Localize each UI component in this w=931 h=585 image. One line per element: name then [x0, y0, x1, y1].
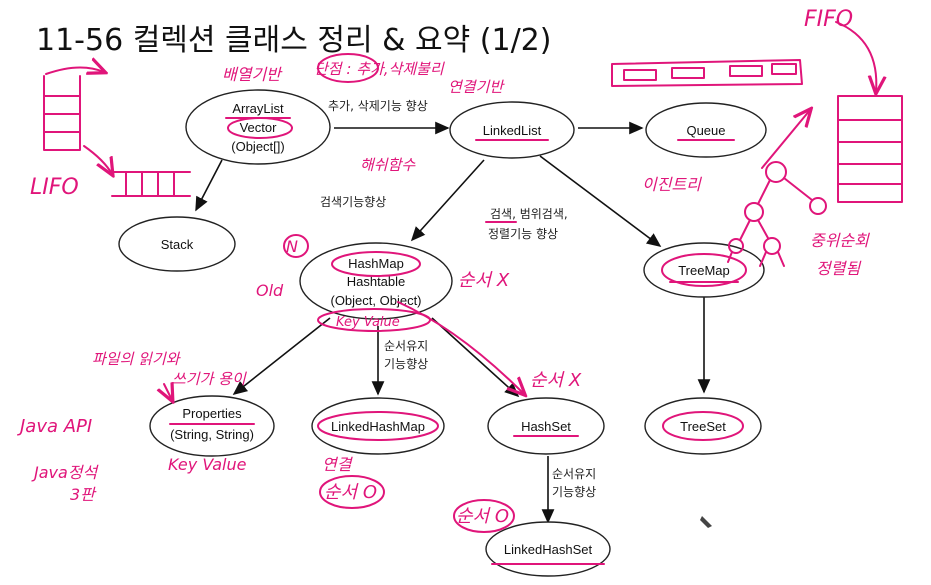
annotation-no-order-2: 순서 X — [530, 370, 582, 391]
handwritten-annotations: FIFO LIFO 배열기반 단점 : 추가,삭제불리 연결기반 해쉬함수 이진… — [17, 7, 903, 565]
annotation-array-based: 배열기반 — [222, 65, 283, 84]
edge-label-order-1b: 기능향상 — [384, 357, 428, 371]
node-linkedlist[interactable]: LinkedList — [449, 101, 575, 159]
node-properties-label: Properties — [182, 406, 242, 421]
edge-arraylist-stack — [195, 159, 223, 212]
lifo-stack-sketch — [43, 75, 81, 151]
node-vector-label: Vector — [240, 120, 278, 135]
annotation-order-o-1: 순서 O — [324, 482, 377, 503]
pink-arrow-lifo-down — [83, 145, 112, 174]
circle-order-o-2 — [453, 499, 515, 533]
annotation-java-book: Java정석 — [31, 463, 100, 482]
edge-label-add-delete: 추가, 삭제기능 향상 — [328, 99, 428, 113]
node-arraylist-label: ArrayList — [232, 101, 284, 116]
pink-arrow-hash — [397, 301, 524, 394]
node-hashset[interactable]: HashSet — [487, 397, 605, 455]
annotation-inorder: 중위순회 — [810, 231, 870, 250]
node-hashmap-label: HashMap — [348, 256, 404, 271]
annotation-cons: 단점 : 추가,삭제불리 — [314, 60, 445, 78]
edge-label-order-2a: 순서유지 — [552, 467, 596, 481]
node-stack[interactable]: Stack — [118, 216, 236, 272]
pink-arrow-inorder — [761, 110, 810, 169]
node-object-object-label: (Object, Object) — [330, 293, 421, 308]
annotation-edition: 3판 — [70, 485, 97, 504]
edge-linkedlist-treemap — [539, 155, 662, 247]
annotation-linked: 연결 — [322, 455, 354, 474]
node-treemap-label: TreeMap — [678, 263, 730, 278]
annotation-file-rw: 파일의 읽기와 — [92, 350, 182, 368]
edge-hashmap-properties — [232, 317, 331, 395]
circle-order-o-1 — [319, 475, 385, 509]
fifo-queue-sketch — [611, 59, 803, 87]
circle-key-value — [317, 308, 431, 332]
annotation-fifo: FIFO — [804, 7, 853, 32]
annotation-binary-tree: 이진트리 — [642, 175, 702, 194]
page-title: 11-56 컬렉션 클래스 정리 & 요약 (1/2) — [36, 23, 551, 58]
annotation-key-value-2: Key Value — [168, 455, 247, 474]
pink-arrow-lifo — [45, 67, 104, 75]
circle-linkedhashmap — [317, 411, 439, 441]
node-linkedlist-label: LinkedList — [483, 123, 542, 138]
node-queue-label: Queue — [686, 123, 725, 138]
fifo-stack-sketch — [837, 95, 903, 203]
node-linkedhashmap[interactable]: LinkedHashMap — [311, 397, 445, 455]
annotation-no-order-1: 순서 X — [458, 270, 510, 291]
node-properties[interactable]: Properties (String, String) — [149, 395, 275, 457]
annotation-file-rw2: 쓰기가 용이 — [172, 370, 247, 388]
edge-label-search: 검색기능향상 — [320, 195, 386, 209]
node-object-array-label: (Object[]) — [231, 139, 284, 154]
node-hashset-label: HashSet — [521, 419, 571, 434]
circle-treemap — [661, 253, 747, 287]
pink-arrow-java-api — [164, 384, 172, 400]
annotation-linked-based: 연결기반 — [448, 78, 505, 96]
node-treemap[interactable]: TreeMap — [643, 242, 765, 298]
circle-vector — [227, 117, 293, 139]
edge-label-order-1a: 순서유지 — [384, 339, 428, 353]
fifo-queue-cells — [623, 63, 797, 81]
node-queue[interactable]: Queue — [645, 102, 767, 158]
circle-new-mark — [283, 234, 309, 258]
fifo-arrow — [835, 21, 876, 92]
circle-hashmap — [331, 251, 421, 277]
edge-linkedlist-hashmap — [410, 159, 485, 242]
node-linkedhashmap-label: LinkedHashMap — [331, 419, 425, 434]
annotation-new-mark: N — [286, 237, 298, 256]
edge-hashmap-hashset — [431, 317, 520, 398]
edge-label-order-2b: 기능향상 — [552, 485, 596, 499]
node-hashtable-label: Hashtable — [347, 274, 406, 289]
annotation-order-o-2: 순서 O — [456, 506, 509, 527]
node-treeset-label: TreeSet — [680, 419, 726, 434]
node-linkedhashset-label: LinkedHashSet — [504, 542, 593, 557]
annotation-hash-func: 해쉬함수 — [360, 156, 416, 174]
annotation-old: Old — [256, 281, 284, 300]
node-hashmap[interactable]: HashMap Hashtable (Object, Object) — [299, 242, 453, 320]
annotation-key-value-1: Key Value — [336, 315, 400, 330]
edges — [195, 121, 711, 524]
edge-label-sort: 정렬기능 향상 — [488, 227, 558, 241]
node-stack-label: Stack — [161, 237, 194, 252]
annotation-sorted: 정렬됨 — [816, 259, 861, 278]
edge-label-range-search: 검색, 범위검색, — [490, 207, 568, 221]
node-arraylist[interactable]: ArrayList Vector (Object[]) — [185, 89, 331, 165]
node-linkedhashset[interactable]: LinkedHashSet — [485, 521, 611, 577]
lifo-horizontal-stack — [111, 171, 191, 197]
circle-treeset — [662, 411, 744, 441]
binary-tree-sketch — [727, 161, 827, 267]
circle-cons — [317, 53, 379, 83]
pen-cursor-icon — [700, 516, 712, 528]
annotation-java-api: Java API — [17, 416, 92, 437]
node-treeset[interactable]: TreeSet — [644, 397, 762, 455]
node-string-string-label: (String, String) — [170, 427, 254, 442]
annotation-lifo: LIFO — [30, 175, 79, 200]
